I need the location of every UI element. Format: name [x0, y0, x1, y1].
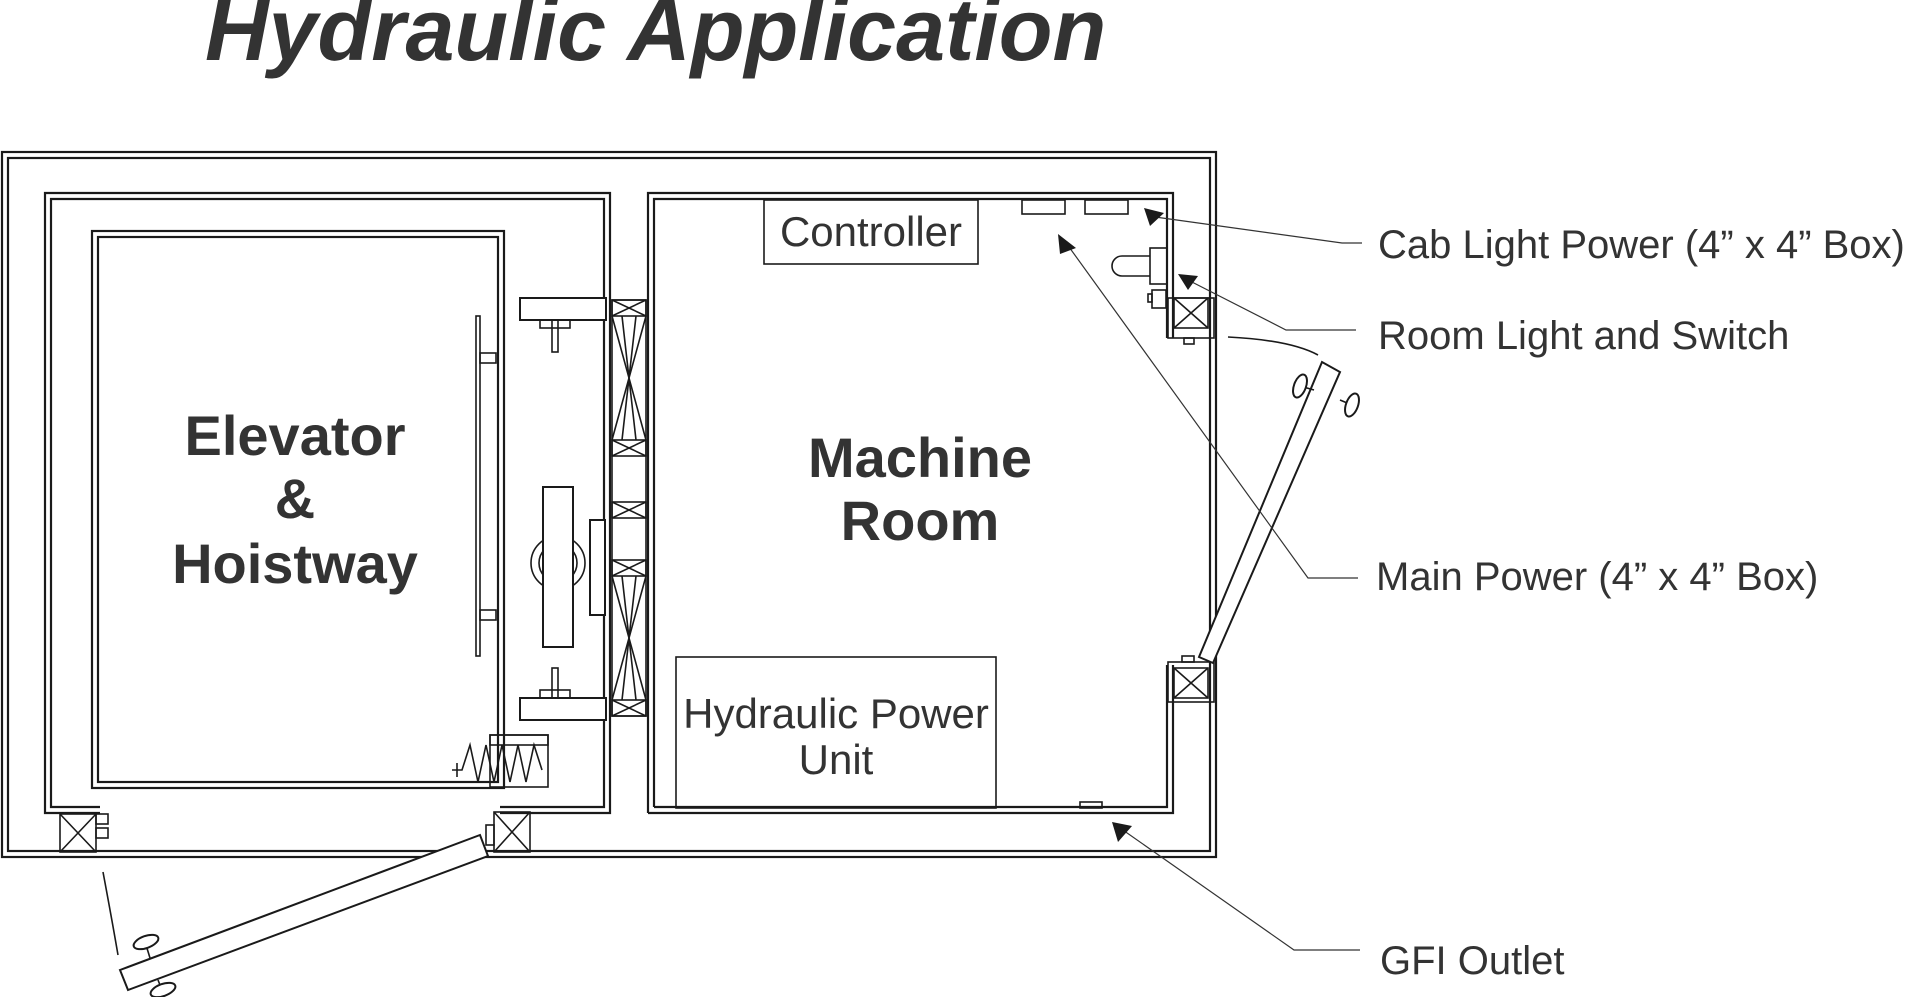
callout-cab-light-power-text: Cab Light Power (4” x 4” Box): [1378, 223, 1905, 267]
controller-label: Controller: [780, 208, 962, 255]
hydraulic-power-unit: Hydraulic Power Unit: [675, 656, 997, 809]
outer-walls: [0, 150, 1218, 859]
gfi-outlet-box: [1079, 801, 1103, 809]
guide-rail-bottom: [519, 667, 607, 721]
hoistway-label-line-1: Elevator: [185, 404, 406, 467]
arrow-head-icon: [1058, 234, 1076, 254]
machine-room-swing-door: [1197, 336, 1360, 665]
machine-room-door-frame-top: [1167, 297, 1215, 345]
power-unit-label-line-2: Unit: [799, 736, 874, 783]
arrow-head-icon: [1178, 274, 1198, 290]
hoistway-door-frame-left: [59, 813, 109, 853]
callout-room-light-switch: Room Light and Switch: [1178, 274, 1789, 358]
hoistway-door-frame-right: [485, 811, 531, 853]
cab-light-power-boxes: [1021, 199, 1129, 215]
room-light-fixture: [1111, 247, 1168, 309]
callout-gfi-outlet: GFI Outlet: [1112, 822, 1565, 983]
diagram-title: Hydraulic Application: [205, 0, 1106, 79]
machine-room-label-line-2: Room: [841, 489, 1000, 552]
callout-cab-light-power: Cab Light Power (4” x 4” Box): [1144, 208, 1905, 267]
shared-wall-column: [611, 299, 647, 717]
machine-room-label: Machine Room: [808, 426, 1032, 552]
hoistway-label-line-2: &: [275, 467, 315, 530]
hoistway-swing-door: [102, 833, 490, 997]
power-unit-label-line-1: Hydraulic Power: [683, 690, 989, 737]
guide-rail-top: [519, 297, 607, 353]
callout-gfi-outlet-text: GFI Outlet: [1380, 939, 1565, 983]
callout-main-power-text: Main Power (4” x 4” Box): [1376, 555, 1818, 599]
hoistway-label-line-3: Hoistway: [172, 532, 418, 595]
elevator-cab: [90, 229, 506, 790]
controller-box: Controller: [763, 199, 979, 265]
hydraulic-jack: [530, 486, 606, 648]
machine-room-door-frame-bottom: [1167, 655, 1215, 703]
machine-room-label-line-1: Machine: [808, 426, 1032, 489]
callout-room-light-switch-text: Room Light and Switch: [1378, 314, 1789, 358]
buffer-spring: [452, 734, 549, 788]
callout-main-power: Main Power (4” x 4” Box): [1058, 234, 1818, 599]
arrow-head-icon: [1144, 208, 1164, 226]
arrow-head-icon: [1112, 822, 1132, 842]
hoistway-label: Elevator & Hoistway: [172, 404, 418, 595]
hoistway-walls: [43, 191, 612, 815]
